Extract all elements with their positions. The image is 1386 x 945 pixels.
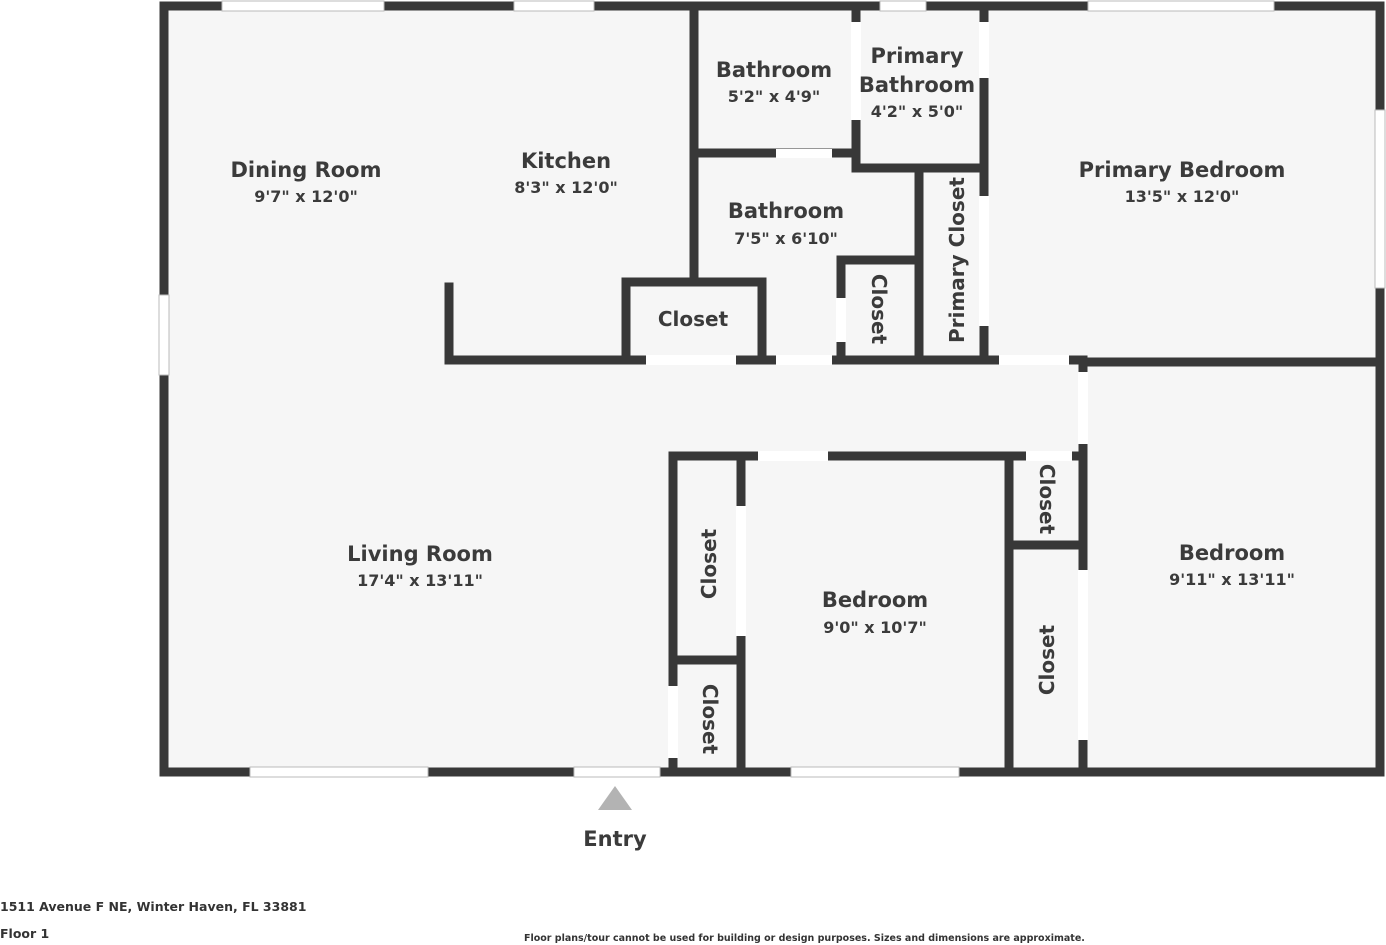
closet-labels: Closet Closet Primary Closet Closet Clos… [658, 177, 1059, 755]
openings [158, 0, 1386, 778]
doorway [1078, 372, 1088, 444]
bedroom1-closet-a-label: Closet [697, 528, 721, 599]
kitchen-name: Kitchen [521, 149, 611, 173]
window [879, 0, 927, 12]
bedroom2-closet-a-label: Closet [1035, 464, 1059, 535]
window [513, 0, 595, 12]
window [221, 0, 385, 12]
entry-label: Entry [583, 827, 647, 851]
doorway [979, 22, 989, 78]
doorway [776, 355, 832, 365]
doorway [646, 355, 736, 365]
doorway [1026, 451, 1072, 461]
living-room-name: Living Room [347, 542, 493, 566]
bathroom-2-dims: 7'5" x 6'10" [734, 229, 838, 248]
doorway [668, 686, 678, 758]
room-labels: Dining Room 9'7" x 12'0" Kitchen 8'3" x … [231, 44, 1295, 637]
property-address: 1511 Avenue F NE, Winter Haven, FL 33881 [0, 899, 307, 914]
bedroom2-closet-b-label: Closet [1035, 624, 1059, 695]
bedroom-1-dims: 9'0" x 10'7" [823, 618, 927, 637]
dining-room-name: Dining Room [231, 158, 382, 182]
bathroom-1-dims: 5'2" x 4'9" [728, 87, 820, 106]
primary-closet-label: Primary Closet [945, 177, 969, 343]
window [790, 766, 960, 778]
window [1087, 0, 1275, 12]
floor-label: Floor 1 [0, 926, 50, 941]
hall-closet-label: Closet [867, 274, 891, 345]
kitchen-closet-label: Closet [658, 307, 729, 331]
window [1374, 109, 1386, 289]
doorway [758, 451, 828, 461]
doorway [979, 196, 989, 326]
bathroom-2-name: Bathroom [728, 199, 844, 223]
kitchen-dims: 8'3" x 12'0" [514, 178, 618, 197]
entry-arrow-icon [598, 786, 632, 810]
doorway [999, 355, 1069, 365]
disclaimer: Floor plans/tour cannot be used for buil… [524, 933, 1085, 944]
entry-door-opening [573, 766, 661, 778]
doorway [836, 298, 846, 342]
doorway [776, 149, 832, 158]
floor-area [164, 6, 1380, 772]
primary-bathroom-name-line2: Bathroom [859, 73, 975, 97]
window [249, 766, 429, 778]
bedroom-2-name: Bedroom [1179, 541, 1285, 565]
bedroom-1-name: Bedroom [822, 588, 928, 612]
window [158, 294, 170, 376]
primary-bedroom-name: Primary Bedroom [1079, 158, 1286, 182]
bedroom1-closet-b-label: Closet [698, 684, 722, 755]
primary-bathroom-dims: 4'2" x 5'0" [871, 102, 963, 121]
doorway [1078, 570, 1088, 740]
living-room-dims: 17'4" x 13'11" [357, 571, 483, 590]
primary-bedroom-dims: 13'5" x 12'0" [1125, 187, 1240, 206]
doorway [851, 22, 861, 120]
doorway [736, 506, 746, 636]
bedroom-2-dims: 9'11" x 13'11" [1169, 570, 1295, 589]
primary-bathroom-name-line1: Primary [870, 44, 963, 68]
bathroom-1-name: Bathroom [716, 58, 832, 82]
dining-room-dims: 9'7" x 12'0" [254, 187, 358, 206]
